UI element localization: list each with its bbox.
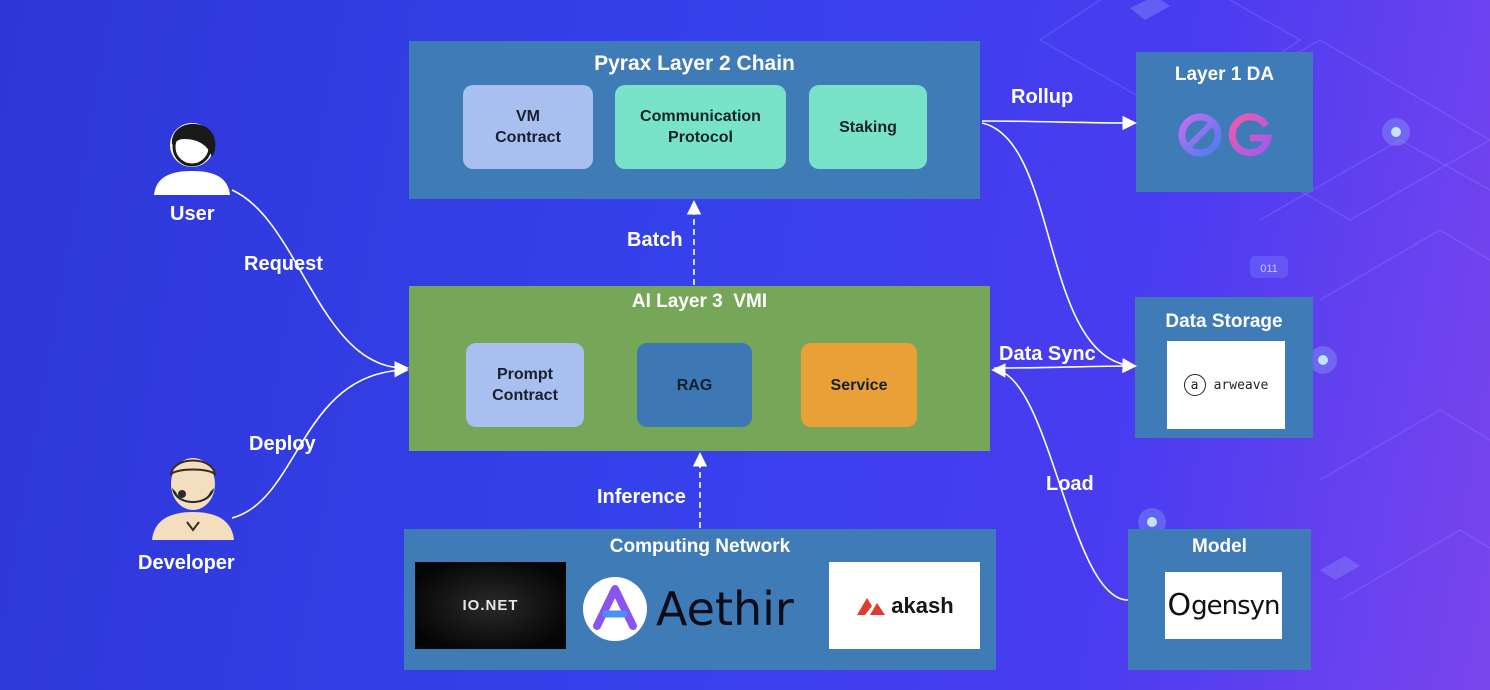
- arweave-mark-icon: a: [1183, 374, 1206, 396]
- layer2-chain-panel: Pyrax Layer 2 Chain VM Contract Communic…: [409, 41, 980, 199]
- arweave-logo: a arweave: [1167, 341, 1285, 429]
- rag-chip[interactable]: RAG: [637, 343, 752, 427]
- layer3-vmi-panel: AI Layer 3 VMI Prompt Contract RAG Servi…: [409, 286, 990, 451]
- communication-protocol-chip[interactable]: Communication Protocol: [615, 85, 786, 169]
- service-chip[interactable]: Service: [801, 343, 917, 427]
- layer1-title: Layer 1 DA: [1174, 64, 1275, 85]
- arweave-logo-text: arweave: [1213, 377, 1269, 393]
- developer-label: Developer: [138, 552, 235, 574]
- gensyn-logo-text: gensyn: [1191, 590, 1280, 621]
- aethir-logo: Aethir: [582, 569, 814, 649]
- vm-contract-chip[interactable]: VM Contract: [463, 85, 593, 169]
- layer1-da-panel: Layer 1 DA: [1136, 52, 1313, 192]
- request-label: Request: [244, 253, 323, 275]
- batch-label: Batch: [627, 229, 683, 251]
- badge-text: 011: [1260, 263, 1278, 275]
- gensyn-logo: O gensyn: [1165, 572, 1282, 639]
- layer2-title: Pyrax Layer 2 Chain: [594, 52, 795, 75]
- layer3-title: AI Layer 3 VMI: [631, 291, 768, 312]
- akash-logo-text: akash: [891, 592, 954, 618]
- zero-g-logo-icon: [1178, 113, 1273, 157]
- akash-mark-icon: [857, 597, 886, 615]
- ionet-logo-text: IO.NET: [462, 597, 519, 614]
- data-sync-label: Data Sync: [999, 343, 1096, 365]
- model-panel: Model O gensyn: [1128, 529, 1311, 670]
- inference-label: Inference: [597, 486, 686, 508]
- prompt-contract-chip[interactable]: Prompt Contract: [466, 343, 584, 427]
- deploy-label: Deploy: [249, 433, 316, 455]
- user-label: User: [170, 203, 215, 225]
- rollup-label: Rollup: [1011, 86, 1074, 108]
- computing-title: Computing Network: [609, 536, 791, 557]
- model-title: Model: [1192, 536, 1247, 557]
- data-storage-panel: Data Storage a arweave: [1135, 297, 1313, 438]
- data-storage-title: Data Storage: [1165, 311, 1283, 332]
- computing-network-panel: Computing Network IO.NET Aethir akash: [404, 529, 996, 670]
- aethir-mark-icon: [583, 577, 647, 641]
- staking-chip[interactable]: Staking: [809, 85, 927, 169]
- ionet-logo: IO.NET: [415, 562, 566, 649]
- gensyn-mark-icon: O: [1167, 588, 1192, 623]
- developer-icon: [152, 458, 234, 540]
- akash-logo: akash: [829, 562, 980, 649]
- load-label: Load: [1046, 473, 1094, 495]
- user-icon: [154, 123, 230, 195]
- aethir-logo-text: Aethir: [656, 582, 794, 636]
